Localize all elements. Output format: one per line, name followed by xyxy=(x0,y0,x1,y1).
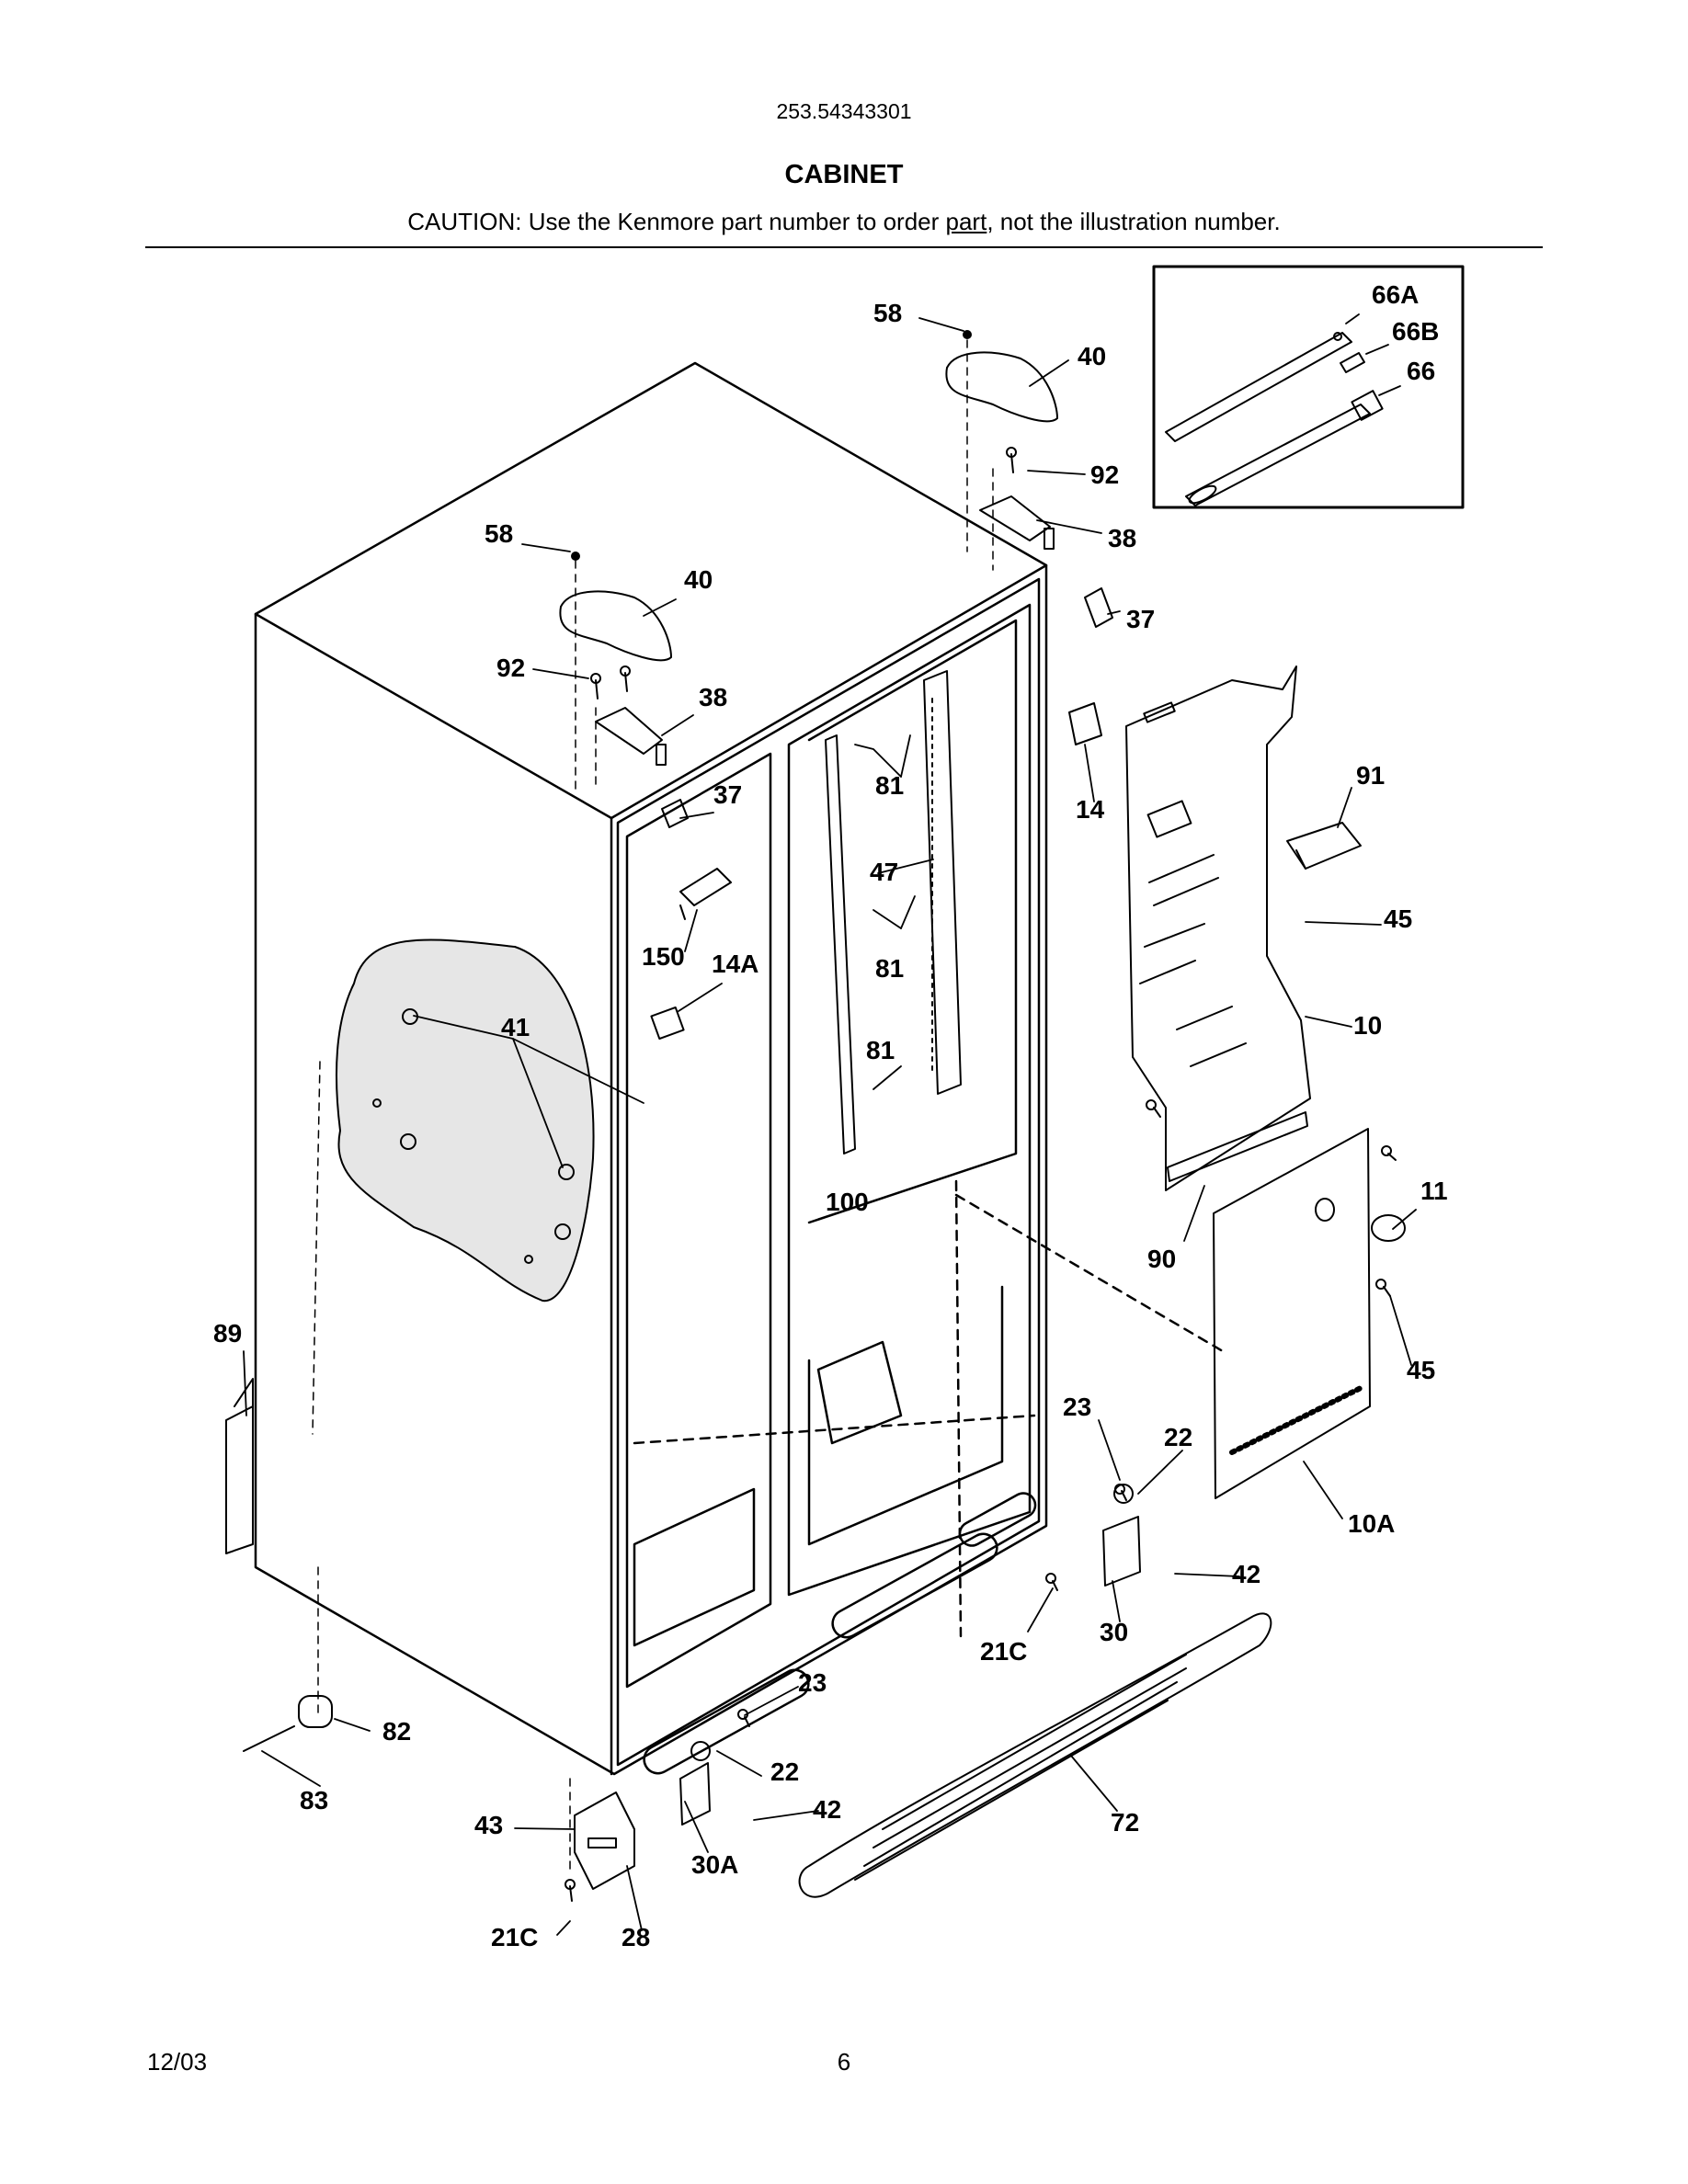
callout-22b: 22 xyxy=(770,1757,799,1786)
page-number: 6 xyxy=(837,2048,851,2076)
rear-panel-10 xyxy=(1125,665,1311,1191)
callout-43: 43 xyxy=(474,1811,503,1839)
model-number: 253.54343301 xyxy=(776,99,912,123)
grille-72 xyxy=(798,1612,1272,1898)
bracket-14A xyxy=(650,1006,685,1041)
callout-10A: 10A xyxy=(1348,1509,1395,1538)
callout-30A: 30A xyxy=(691,1850,738,1879)
callout-81a: 81 xyxy=(875,771,904,800)
strip-90 xyxy=(1167,1111,1308,1182)
callout-14A: 14A xyxy=(712,950,758,978)
callout-91: 91 xyxy=(1356,761,1385,790)
callout-21Ca: 21C xyxy=(980,1637,1027,1666)
hinge-38-right xyxy=(979,495,1055,550)
callout-28: 28 xyxy=(622,1923,650,1951)
callout-38b: 38 xyxy=(699,683,727,711)
ice-cover-41 xyxy=(336,938,595,1302)
callout-10: 10 xyxy=(1353,1011,1382,1040)
hinge-cover-14 xyxy=(1068,702,1102,745)
callout-37a: 37 xyxy=(1126,605,1155,633)
hinge-cover-40-right xyxy=(945,351,1058,423)
callout-37b: 37 xyxy=(713,780,742,809)
leader-lines xyxy=(243,313,1417,1936)
hinge-cover-40-left xyxy=(559,590,672,662)
footer-date: 12/03 xyxy=(147,2048,208,2076)
page-title: CABINET xyxy=(784,160,904,189)
caution-prefix: CAUTION: Use the Kenmore part number to … xyxy=(407,208,946,235)
callout-47: 47 xyxy=(870,858,898,886)
callout-66A: 66A xyxy=(1372,280,1419,309)
caution-suffix: , not the illustration number. xyxy=(987,208,1281,235)
callout-23b: 23 xyxy=(798,1668,827,1697)
callout-40b: 40 xyxy=(684,565,713,594)
callout-81c: 81 xyxy=(866,1036,895,1064)
roller-pin-83 xyxy=(243,1725,295,1752)
callout-90: 90 xyxy=(1147,1245,1176,1273)
lower-hinge-right-30 xyxy=(1102,1484,1141,1587)
callout-81b: 81 xyxy=(875,954,904,983)
strap-inset xyxy=(1152,265,1465,509)
callout-45a: 45 xyxy=(1384,904,1412,933)
callout-labels: 58 40 92 38 37 66A 66B 66 58 40 92 38 37… xyxy=(213,280,1448,1951)
callout-89: 89 xyxy=(213,1319,242,1348)
callout-66B: 66B xyxy=(1392,317,1439,346)
screws xyxy=(565,330,1397,1902)
callout-58b: 58 xyxy=(485,519,513,548)
strap-66A xyxy=(1165,332,1352,442)
lower-panel-10A xyxy=(1213,1128,1406,1499)
strap-66B xyxy=(1340,352,1365,373)
callout-42a: 42 xyxy=(1232,1560,1260,1588)
callout-38a: 38 xyxy=(1108,524,1136,552)
leveling-leg-82 xyxy=(298,1695,333,1728)
callout-14: 14 xyxy=(1076,795,1105,824)
header-rule xyxy=(145,246,1543,248)
callout-66: 66 xyxy=(1407,357,1435,385)
bracket-91 xyxy=(1286,822,1362,870)
callout-30: 30 xyxy=(1100,1618,1128,1646)
callout-82: 82 xyxy=(382,1717,411,1746)
callout-92b: 92 xyxy=(496,654,525,682)
cabinet-body xyxy=(254,361,1225,1776)
caution-underlined: part xyxy=(945,208,987,235)
callout-41: 41 xyxy=(501,1013,530,1041)
callout-21Cb: 21C xyxy=(491,1923,538,1951)
callout-11: 11 xyxy=(1420,1177,1448,1205)
bracket-43 xyxy=(574,1792,635,1890)
callout-83: 83 xyxy=(300,1786,328,1814)
bracket-150 xyxy=(679,868,732,920)
clip-37 xyxy=(661,587,1113,828)
callout-40a: 40 xyxy=(1078,342,1106,370)
side-panel-89 xyxy=(225,1378,254,1554)
plug-11 xyxy=(1371,1214,1406,1242)
callout-100: 100 xyxy=(826,1188,869,1216)
callout-92a: 92 xyxy=(1090,461,1119,489)
lower-hinge-left-30A xyxy=(679,1741,711,1826)
callout-45b: 45 xyxy=(1407,1356,1435,1384)
callout-23a: 23 xyxy=(1063,1393,1091,1421)
caution-note: CAUTION: Use the Kenmore part number to … xyxy=(0,208,1688,236)
callout-42b: 42 xyxy=(813,1795,841,1824)
callout-72: 72 xyxy=(1111,1808,1139,1837)
callout-150: 150 xyxy=(642,942,685,971)
callout-22a: 22 xyxy=(1164,1423,1192,1451)
hinge-38-left xyxy=(595,707,667,766)
rails-47 xyxy=(825,670,962,1155)
callout-58a: 58 xyxy=(873,299,902,327)
